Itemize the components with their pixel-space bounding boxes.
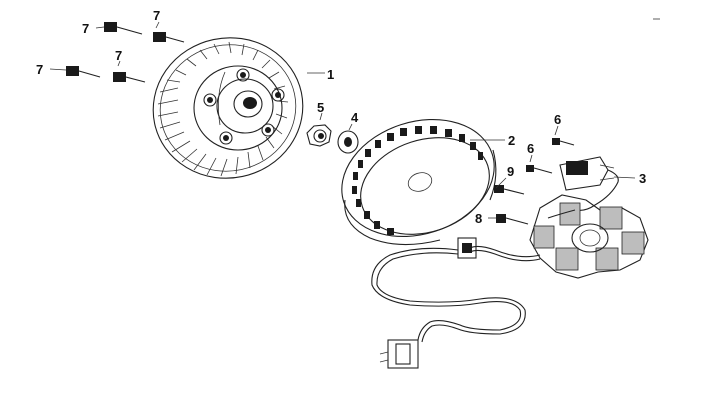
callout-7-middle: 7 [115,48,122,63]
callout-8: 8 [475,211,482,226]
callout-6-lower: 6 [527,141,534,156]
fan-bolt [153,32,185,43]
stator-bolt [494,185,525,195]
callout-3: 3 [639,171,646,186]
stator [529,194,649,279]
wire-harness [371,209,576,369]
flywheel-rotor [341,118,497,246]
callout-7-top-left: 7 [82,21,89,36]
fan-bolt [66,66,101,78]
pickup-screw [526,165,553,174]
pickup-coil [559,156,619,211]
stator-bolt [496,214,529,225]
nut [306,124,332,147]
leader-lines [49,21,636,219]
fan-bolt [104,22,143,35]
washer [337,130,359,154]
callout-2: 2 [508,133,515,148]
callout-4: 4 [351,110,359,125]
callout-1: 1 [327,67,334,82]
callout-5: 5 [317,100,324,115]
callout-7-top-right: 7 [153,8,160,23]
pickup-screw [552,138,575,146]
flywheel-fan [152,37,304,179]
callout-7-left: 7 [36,62,43,77]
callout-9: 9 [507,164,514,179]
fan-bolt [113,72,146,83]
callout-6-upper: 6 [554,112,561,127]
